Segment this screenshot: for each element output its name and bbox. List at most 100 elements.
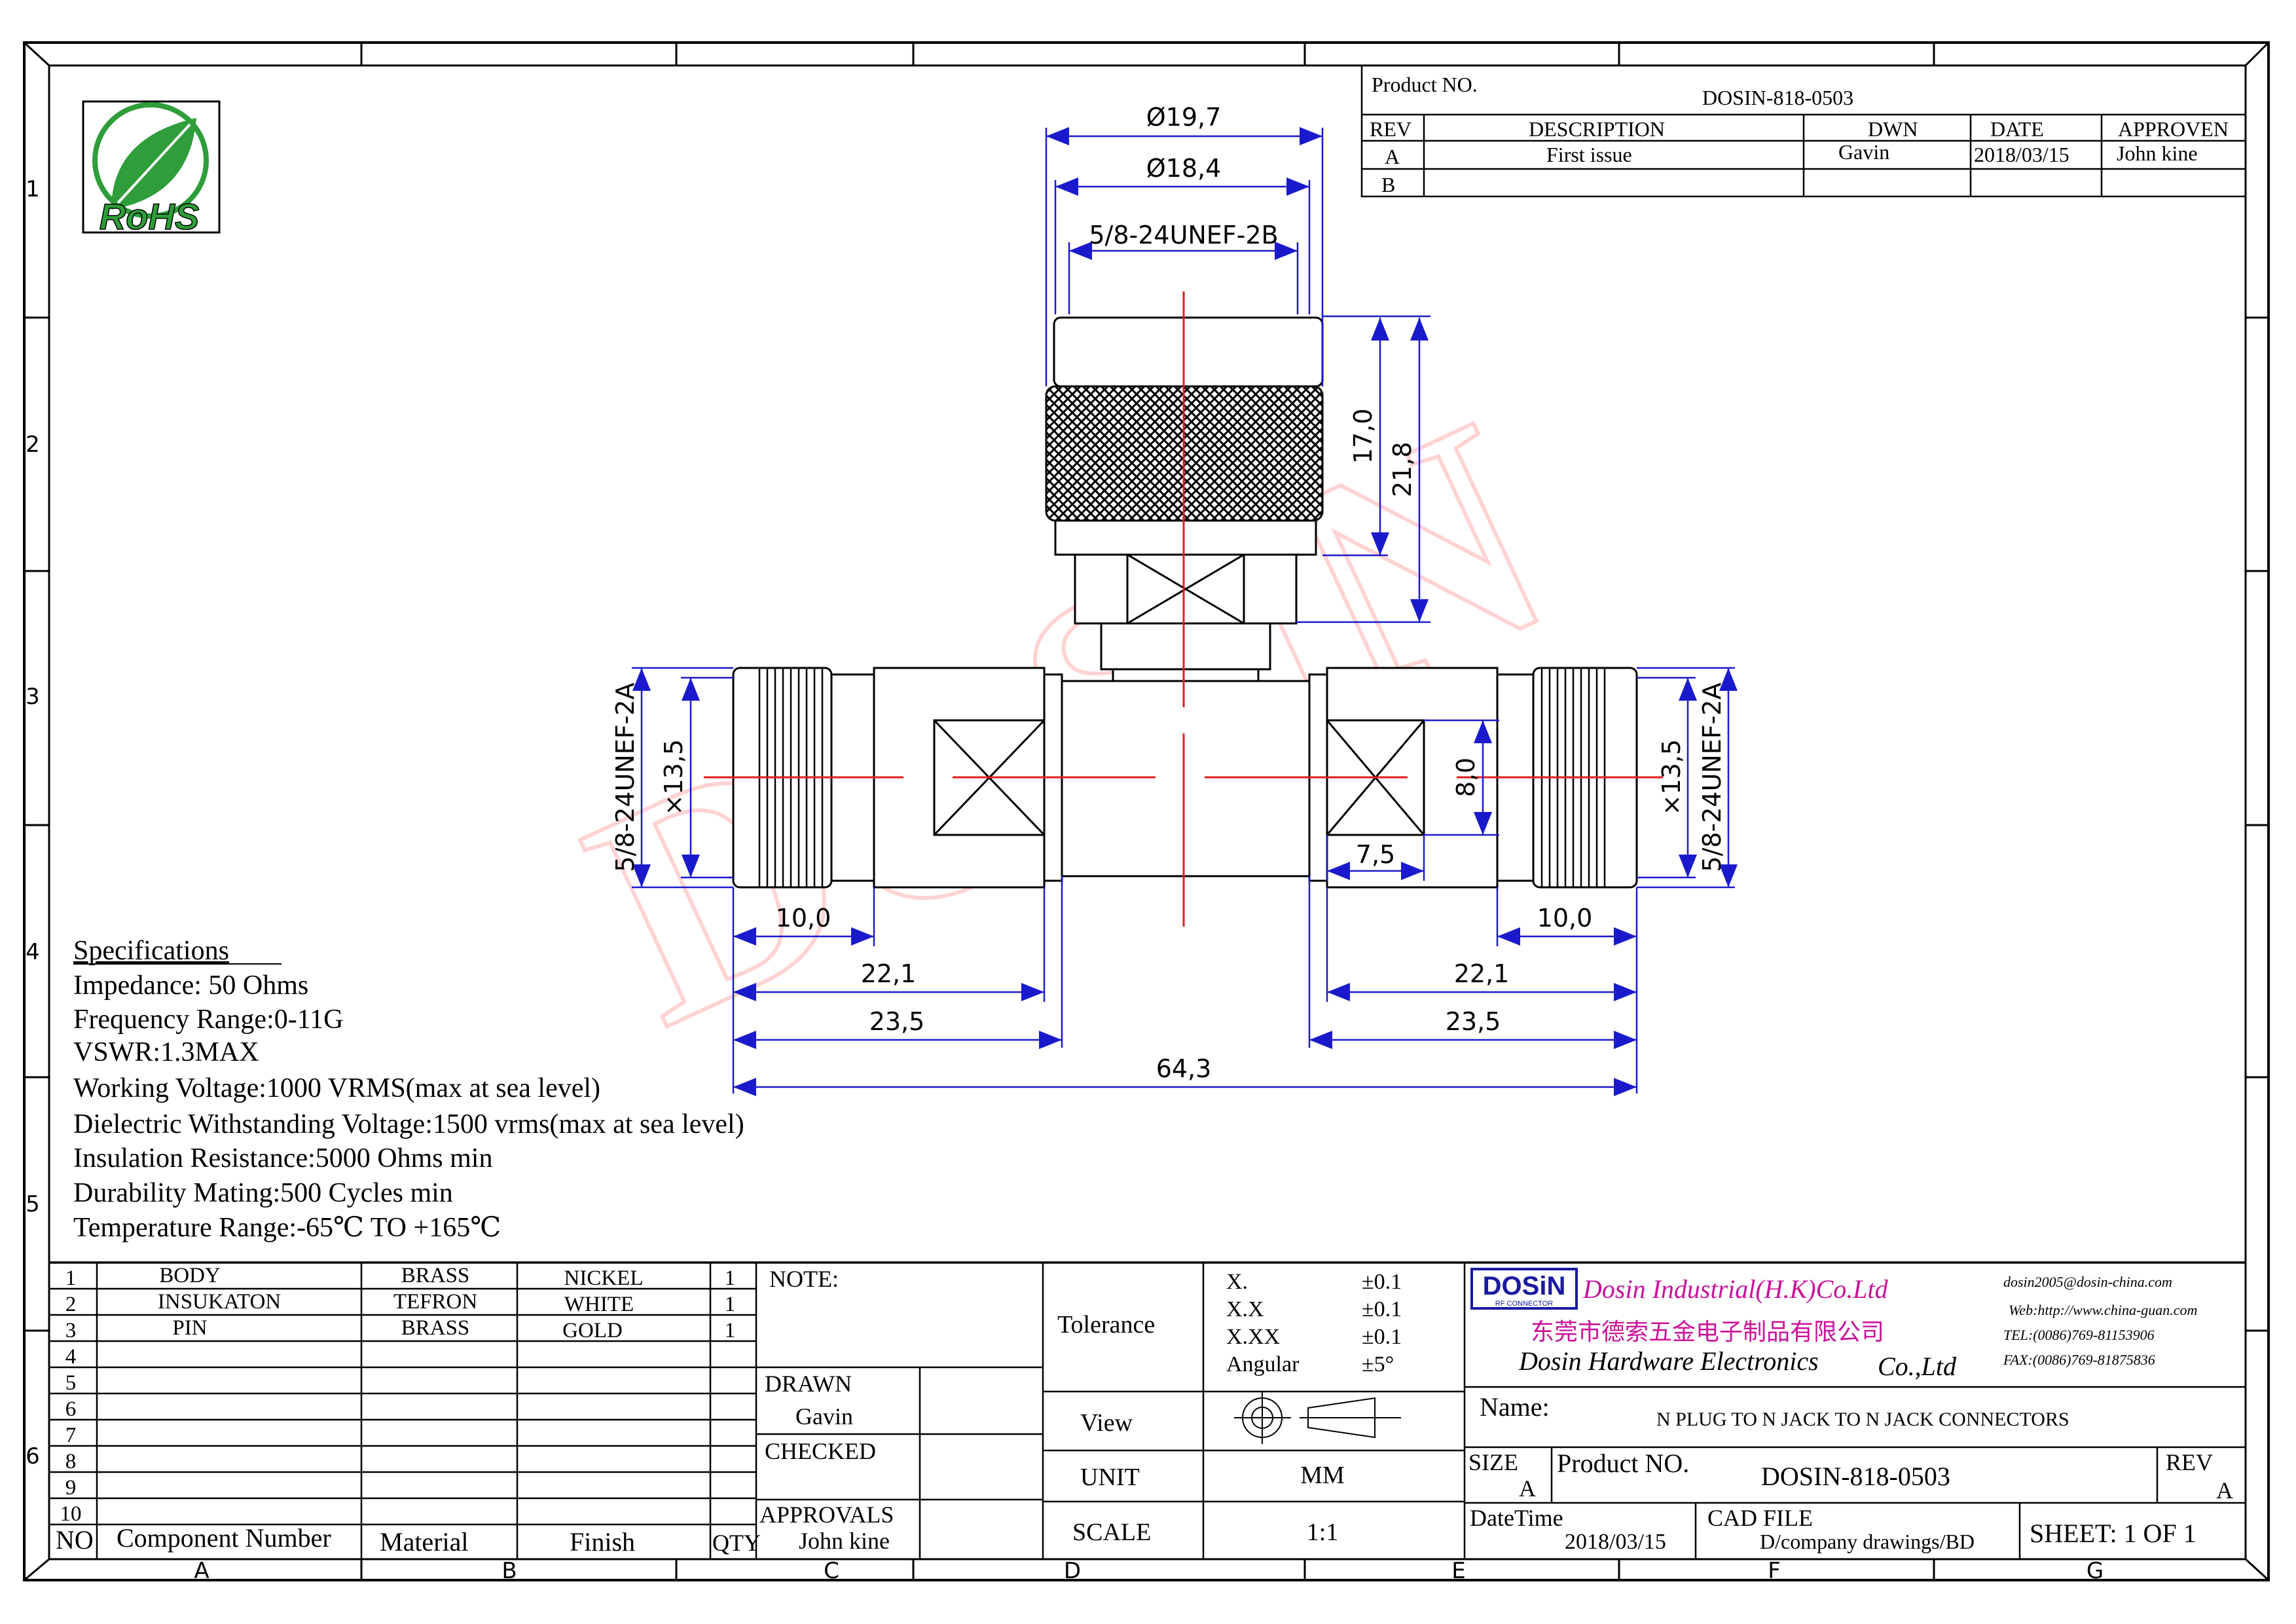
bom-no: 10 xyxy=(60,1502,82,1526)
dim-left-221: 22,1 xyxy=(861,959,917,988)
product-no-value: DOSIN-818-0503 xyxy=(1702,86,1853,109)
bom-finish: GOLD xyxy=(562,1319,623,1342)
row-label: 6 xyxy=(26,1443,40,1469)
desc-cell: First issue xyxy=(1546,143,1632,166)
product-name: N PLUG TO N JACK TO N JACK CONNECTORS xyxy=(1656,1409,2069,1430)
company-block: DOSiN RF CONNECTOR Dosin Industrial(H.K)… xyxy=(1465,1268,2246,1388)
col-label: F xyxy=(1768,1558,1781,1584)
unit-value: MM xyxy=(1300,1462,1345,1489)
cad-file-label: CAD FILE xyxy=(1707,1505,1813,1531)
dim-inner-diameter: Ø18,4 xyxy=(1146,154,1222,183)
dim-outer-diameter: Ø19,7 xyxy=(1146,103,1222,132)
spec-line: Working Voltage:1000 VRMS(max at sea lev… xyxy=(73,1073,600,1103)
spec-line: VSWR:1.3MAX xyxy=(73,1037,259,1067)
unit-label: UNIT xyxy=(1080,1464,1140,1491)
datetime-label: DateTime xyxy=(1470,1505,1563,1531)
rohs-text: RoHS xyxy=(100,196,199,237)
bom-no: 7 xyxy=(65,1424,77,1447)
sheet-count: SHEET: 1 OF 1 xyxy=(2030,1519,2196,1548)
bom-no: 1 xyxy=(65,1266,77,1290)
bom-header-component: Component Number xyxy=(117,1523,331,1553)
revision-block: Product NO. DOSIN-818-0503 REV DESCRIPTI… xyxy=(1360,64,2247,198)
bom-component: BODY xyxy=(159,1264,221,1287)
spec-line: Durability Mating:500 Cycles min xyxy=(73,1178,453,1208)
col-label: A xyxy=(194,1558,209,1584)
approved-by: John kine xyxy=(799,1528,890,1554)
connector-drawing xyxy=(704,291,1663,927)
bom-no: 4 xyxy=(65,1345,77,1369)
rev-cell: B xyxy=(1381,173,1395,196)
rev-header: REV xyxy=(1370,117,1412,141)
dim-left-diameter: ×13,5 xyxy=(659,739,688,815)
dosin-logo-sub: RF CONNECTOR xyxy=(1495,1300,1553,1308)
rev-label: REV xyxy=(2166,1449,2213,1475)
rev-cell: A xyxy=(1385,145,1400,168)
company-email: dosin2005@dosin-china.com xyxy=(2003,1274,2172,1290)
spec-line: Impedance: 50 Ohms xyxy=(73,970,308,1001)
tol-key: X. xyxy=(1226,1270,1248,1294)
company-name-en: Dosin Industrial(H.K)Co.Ltd xyxy=(1582,1274,1889,1304)
bom-component: PIN xyxy=(172,1316,207,1340)
approven-header: APPROVEN xyxy=(2118,117,2229,141)
spec-line: Insulation Resistance:5000 Ohms min xyxy=(73,1143,492,1173)
tolerance-label: Tolerance xyxy=(1057,1311,1155,1338)
approval-block: NOTE: DRAWN Gavin CHECKED APPROVALS John… xyxy=(756,1263,1044,1559)
date-header: DATE xyxy=(1990,117,2044,141)
view-label: View xyxy=(1080,1409,1133,1437)
drawing-frame xyxy=(23,41,2270,1581)
dim-hex-8: 8,0 xyxy=(1451,758,1480,797)
drawn-label: DRAWN xyxy=(765,1371,852,1397)
dosin-logo: DOSiN RF CONNECTOR xyxy=(1470,1268,1578,1310)
bom-finish: WHITE xyxy=(564,1293,634,1316)
dim-left-235: 23,5 xyxy=(869,1007,925,1036)
bom-no: 2 xyxy=(65,1293,77,1316)
approvals-label: APPROVALS xyxy=(759,1502,894,1528)
tol-key: X.X xyxy=(1226,1297,1264,1321)
bom-no: 6 xyxy=(65,1397,77,1421)
dimension-texts: Ø19,7 Ø18,4 5/8-24UNEF-2B 17,0 21,8 5/8-… xyxy=(611,103,1726,1083)
spec-title: Specifications xyxy=(73,936,229,966)
bom-qty: 1 xyxy=(725,1293,736,1316)
bom-no: 5 xyxy=(65,1371,77,1395)
projection-symbol-icon xyxy=(1234,1392,1401,1444)
desc-header: DESCRIPTION xyxy=(1529,117,1665,141)
name-label: Name: xyxy=(1480,1392,1550,1422)
title-block: Name: N PLUG TO N JACK TO N JACK CONNECT… xyxy=(1465,1392,2246,1559)
company-name-en2: Dosin Hardware Electronics xyxy=(1518,1346,1819,1376)
bom-material: BRASS xyxy=(401,1264,470,1287)
approven-cell: John kine xyxy=(2117,141,2198,165)
rev-value: A xyxy=(2216,1477,2233,1504)
dim-height-218: 21,8 xyxy=(1388,442,1417,498)
bom-no: 3 xyxy=(65,1319,77,1342)
bom-finish: NICKEL xyxy=(564,1266,644,1290)
company-name-cn: 东莞市德索五金电子制品有限公司 xyxy=(1531,1319,1884,1346)
tol-key: Angular xyxy=(1226,1352,1300,1376)
bom-header-material: Material xyxy=(380,1527,469,1557)
dim-height-17: 17,0 xyxy=(1349,409,1377,464)
bom-header-finish: Finish xyxy=(570,1527,635,1557)
dwn-cell: Gavin xyxy=(1838,140,1889,164)
size-label: SIZE xyxy=(1468,1449,1518,1475)
tb-product-no: DOSIN-818-0503 xyxy=(1761,1462,1950,1491)
tol-value: ±0.1 xyxy=(1362,1325,1402,1349)
col-label: G xyxy=(2086,1558,2104,1584)
row-label: 3 xyxy=(26,684,40,710)
tol-value: ±0.1 xyxy=(1362,1270,1402,1294)
col-label: C xyxy=(824,1558,839,1584)
scale-value: 1:1 xyxy=(1307,1519,1339,1546)
dim-total: 64,3 xyxy=(1156,1054,1212,1083)
bom-header-qty: QTY xyxy=(712,1530,761,1556)
drawn-by: Gavin xyxy=(795,1403,853,1430)
tol-value: ±5° xyxy=(1362,1352,1394,1376)
tolerance-block: Tolerance X. ±0.1 X.X ±0.1 X.XX ±0.1 Ang… xyxy=(1043,1263,1466,1559)
dim-left-thread: 5/8-24UNEF-2A xyxy=(611,682,640,872)
spec-line: Dielectric Withstanding Voltage:1500 vrm… xyxy=(73,1109,744,1139)
tol-key: X.XX xyxy=(1226,1325,1280,1349)
row-label: 1 xyxy=(26,176,40,202)
bom-material: BRASS xyxy=(401,1316,470,1340)
company-name-suffix: Co.,Ltd xyxy=(1878,1352,1957,1381)
row-label: 4 xyxy=(26,939,40,965)
col-label: E xyxy=(1451,1558,1465,1584)
dim-left-10: 10,0 xyxy=(776,904,831,932)
dim-right-thread: 5/8-24UNEF-2A xyxy=(1698,682,1726,872)
